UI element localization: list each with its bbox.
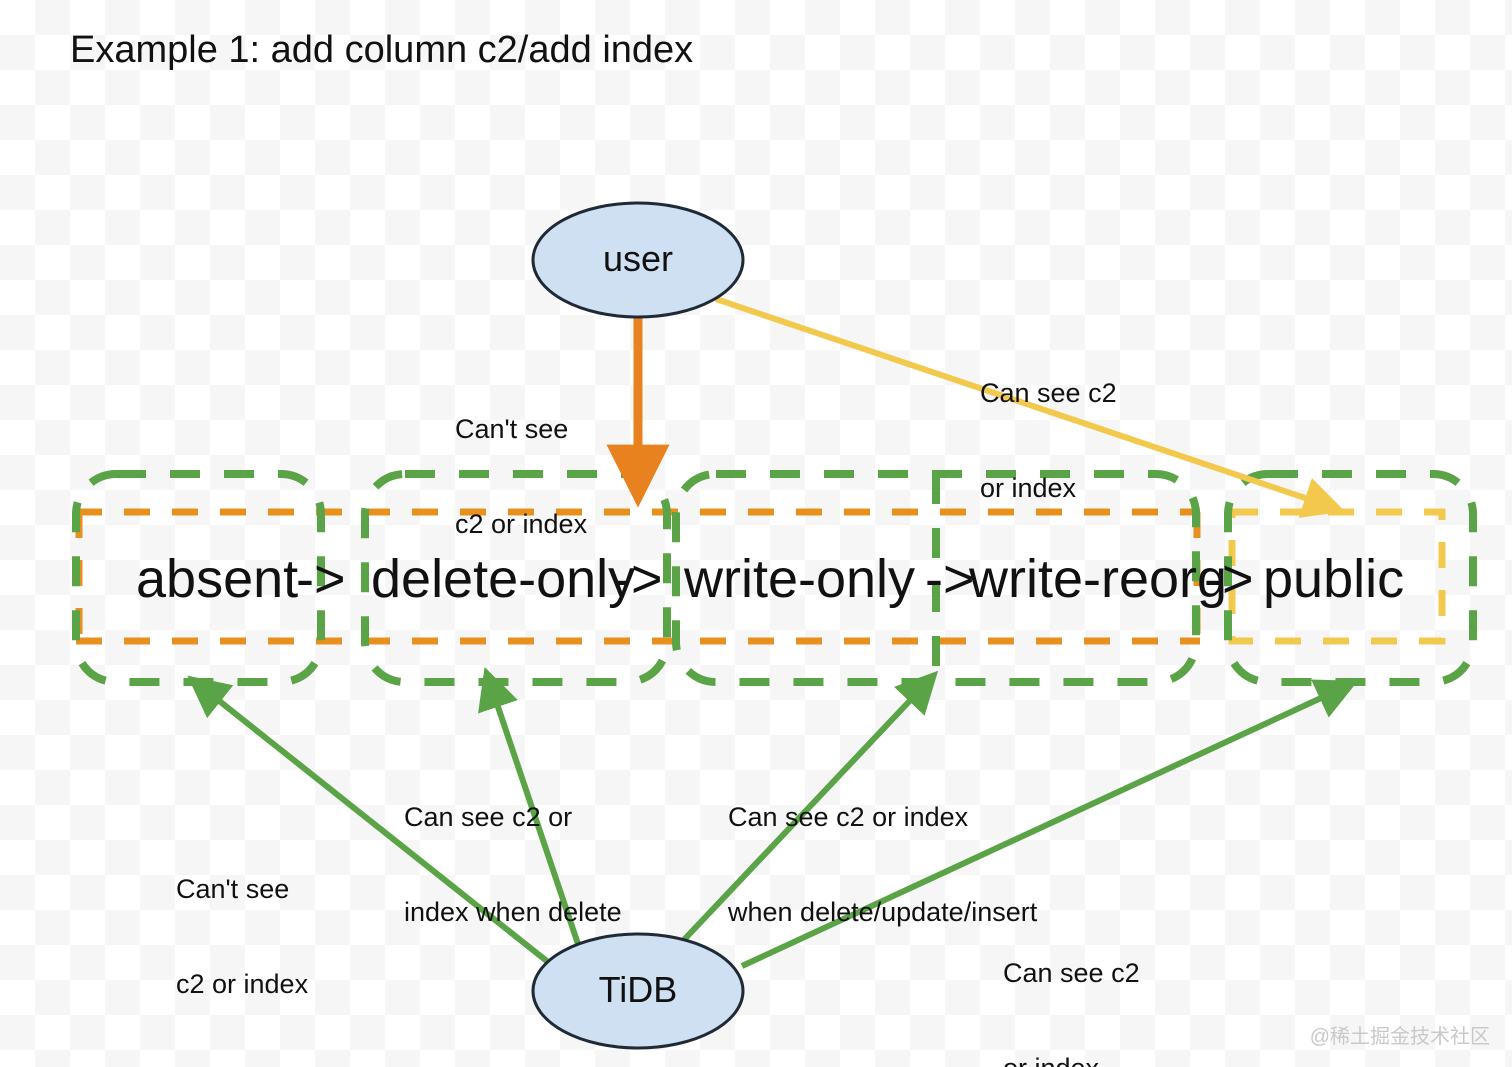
- annotation-line: or index: [1003, 1053, 1140, 1067]
- annotation-line: Can't see: [455, 413, 569, 444]
- annotation-line: Can see c2: [1003, 957, 1140, 988]
- annotation-user-cannot-see: Can't see c2 or index: [455, 350, 587, 605]
- state-transition-arrow-3: ->: [925, 549, 975, 609]
- annotation-line: Can see c2: [980, 377, 1117, 408]
- annotation-line: c2 or index: [176, 969, 309, 1000]
- node-tidb-label: TiDB: [598, 969, 678, 1010]
- state-label-absent[interactable]: absent: [136, 549, 299, 609]
- annotation-tidb-write-reorg: Can see c2 or index when delete/update/i…: [728, 738, 1037, 993]
- node-user-label: user: [602, 238, 674, 279]
- page-title: Example 1: add column c2/add index: [70, 29, 694, 71]
- watermark: @稀土掘金技术社区: [1309, 1026, 1490, 1048]
- state-transition-arrow-2: ->: [613, 549, 663, 609]
- annotation-user-can-see: Can see c2 or index: [980, 314, 1117, 569]
- annotation-line: Can see c2 or index: [728, 801, 969, 832]
- state-label-public[interactable]: public: [1263, 549, 1405, 609]
- annotation-line: when delete/update/insert: [728, 897, 1038, 928]
- annotation-line: c2 or index: [455, 509, 588, 540]
- annotation-tidb-public: Can see c2 or index: [1003, 894, 1140, 1067]
- state-label-delete-only[interactable]: delete-only: [371, 549, 636, 609]
- annotation-line: Can see c2 or: [404, 801, 573, 832]
- state-label-write-only[interactable]: write-only: [684, 549, 916, 609]
- state-label-write-reorg[interactable]: write-reorg: [969, 549, 1228, 609]
- state-transition-arrow-1: ->: [296, 549, 346, 609]
- annotation-line: index when delete: [404, 897, 622, 928]
- annotation-line: or index: [980, 473, 1077, 504]
- annotation-tidb-delete-only: Can see c2 or index when delete: [404, 738, 622, 993]
- annotation-line: Can't see: [176, 873, 290, 904]
- state-transition-arrow-4: ->: [1204, 549, 1254, 609]
- annotation-tidb-cannot-see-absent: Can't see c2 or index: [176, 810, 308, 1065]
